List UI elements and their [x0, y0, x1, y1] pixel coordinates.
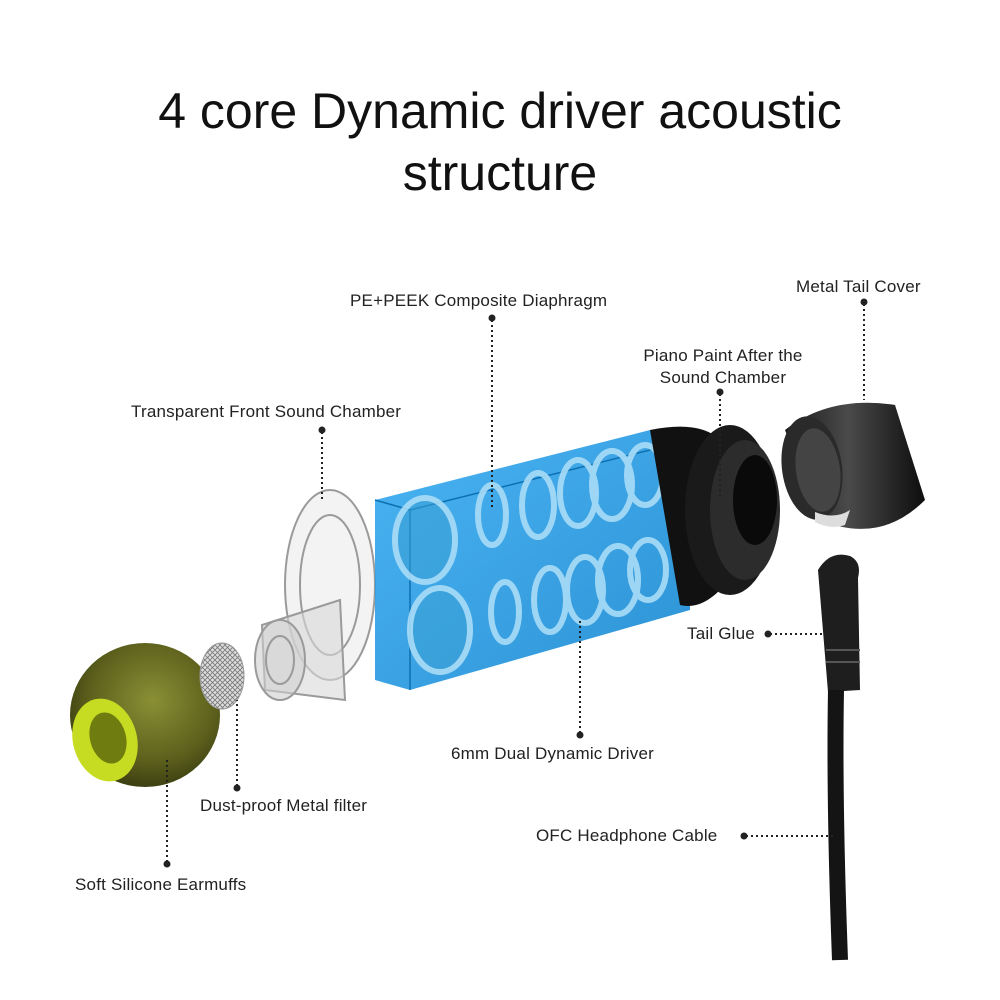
leader-dots [163, 298, 868, 868]
silicone-eartip [70, 643, 220, 787]
piano-paint-rear-housing [650, 425, 780, 606]
transparent-front-chamber [254, 489, 376, 702]
diagram-title: 4 core Dynamic driver acoustic structure [0, 80, 1000, 204]
label-pe-peek-diaphragm: PE+PEEK Composite Diaphragm [350, 291, 608, 310]
label-ofc-cable: OFC Headphone Cable [536, 826, 718, 845]
label-dust-proof-filter: Dust-proof Metal filter [200, 796, 368, 815]
label-metal-tail-cover: Metal Tail Cover [796, 277, 921, 296]
label-piano-paint-line-1: Piano Paint After the [643, 346, 803, 365]
title-line-2: structure [402, 145, 598, 201]
metal-filter-mesh [199, 642, 245, 710]
label-silicone-earmuffs: Soft Silicone Earmuffs [75, 875, 247, 894]
tail-glue-and-cable [818, 554, 860, 961]
label-piano-paint: Piano Paint After the Sound Chamber [628, 345, 818, 389]
leader-lines [166, 304, 865, 862]
title-line-1: 4 core Dynamic driver acoustic [158, 83, 842, 139]
metal-tail-cover [781, 402, 925, 529]
label-piano-paint-line-2: Sound Chamber [659, 368, 787, 387]
label-dual-dynamic-driver: 6mm Dual Dynamic Driver [451, 744, 654, 763]
label-transparent-front-chamber: Transparent Front Sound Chamber [131, 402, 402, 421]
label-tail-glue: Tail Glue [687, 624, 755, 643]
dual-driver-chamber [374, 430, 691, 690]
